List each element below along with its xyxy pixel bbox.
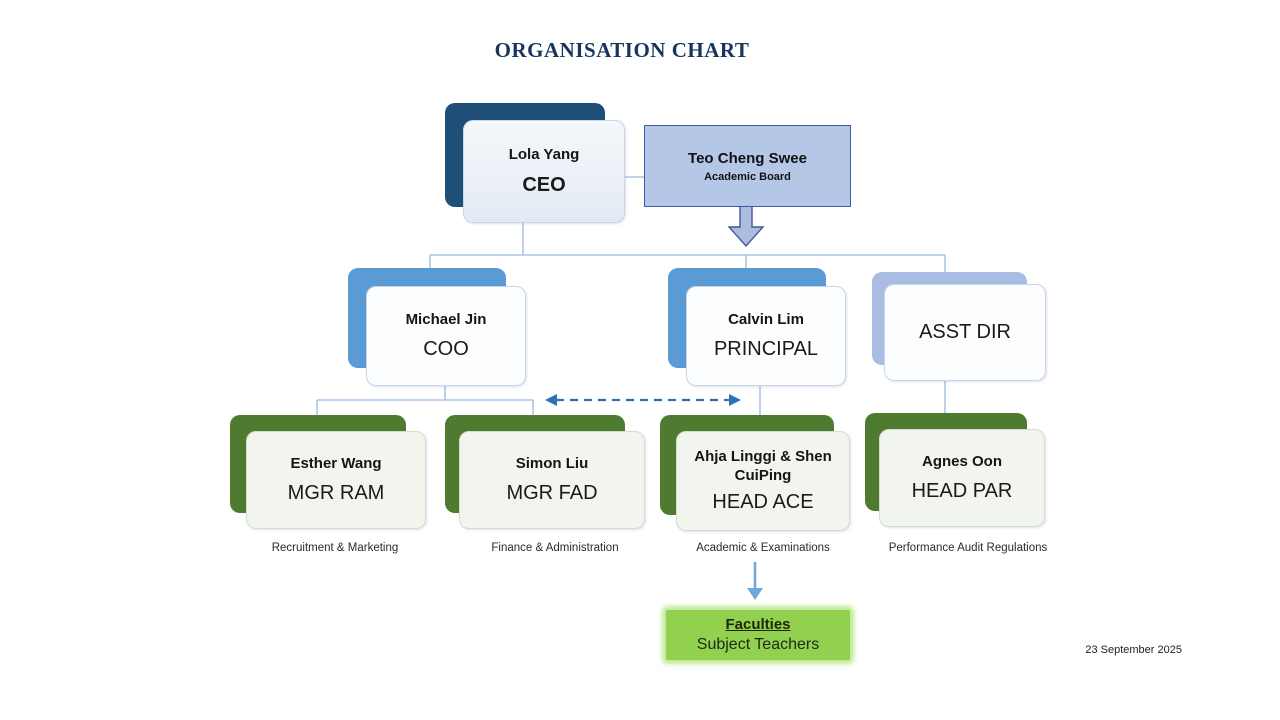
- person-name: Ahja Linggi & Shen CuiPing: [694, 448, 832, 484]
- person-role: MGR FAD: [506, 482, 598, 505]
- person-name: Esther Wang: [290, 454, 382, 472]
- org-node-ceo: Lola Yang CEO: [445, 103, 625, 225]
- node-card: Lola Yang CEO: [463, 120, 625, 223]
- page-title: ORGANISATION CHART: [494, 38, 750, 62]
- person-name: Calvin Lim: [728, 310, 804, 328]
- department-caption-par: Performance Audit Regulations: [888, 542, 1048, 554]
- node-card: Calvin Lim PRINCIPAL: [686, 286, 846, 386]
- org-node-asst-dir: ASST DIR: [872, 272, 1048, 382]
- org-node-mgr-ram: Esther Wang MGR RAM: [230, 415, 430, 531]
- person-role: HEAD PAR: [911, 480, 1013, 503]
- person-name: Lola Yang: [508, 146, 580, 164]
- person-name: Simon Liu: [515, 454, 589, 472]
- department-caption-ace: Academic & Examinations: [696, 542, 830, 554]
- faculties-title: Faculties: [725, 616, 791, 633]
- person-role: MGR RAM: [287, 482, 385, 505]
- node-card: Agnes Oon HEAD PAR: [879, 429, 1045, 527]
- org-node-mgr-fad: Simon Liu MGR FAD: [445, 415, 645, 531]
- department-caption-fad: Finance & Administration: [491, 542, 619, 554]
- org-node-head-par: Agnes Oon HEAD PAR: [865, 413, 1045, 529]
- org-node-coo: Michael Jin COO: [348, 268, 528, 388]
- org-node-academic-board: Teo Cheng Swee Academic Board: [644, 125, 851, 207]
- dashed-association-arrow: [545, 394, 741, 406]
- date-label: 23 September 2025: [1085, 644, 1182, 656]
- person-name: Agnes Oon: [921, 452, 1002, 470]
- person-role: COO: [423, 338, 469, 361]
- person-name: Teo Cheng Swee: [688, 149, 807, 167]
- person-role: CEO: [522, 173, 566, 196]
- node-card: Simon Liu MGR FAD: [459, 431, 645, 529]
- board-subtitle: Academic Board: [704, 170, 791, 183]
- org-node-faculties: Faculties Subject Teachers: [666, 610, 850, 660]
- node-card: Ahja Linggi & Shen CuiPing HEAD ACE: [676, 431, 850, 531]
- person-role: HEAD ACE: [712, 490, 814, 513]
- person-name: Michael Jin: [405, 310, 487, 328]
- node-card: Esther Wang MGR RAM: [246, 431, 426, 529]
- node-card: Michael Jin COO: [366, 286, 526, 386]
- person-role: ASST DIR: [919, 321, 1011, 343]
- org-node-principal: Calvin Lim PRINCIPAL: [668, 268, 848, 388]
- down-arrow-to-faculties: [747, 562, 763, 600]
- person-role: PRINCIPAL: [713, 338, 819, 361]
- department-caption-ram: Recruitment & Marketing: [271, 542, 399, 554]
- node-card: ASST DIR: [884, 284, 1046, 381]
- faculties-subtitle: Subject Teachers: [696, 636, 820, 653]
- block-arrow-down: [727, 205, 765, 248]
- org-node-head-ace: Ahja Linggi & Shen CuiPing HEAD ACE: [660, 415, 852, 533]
